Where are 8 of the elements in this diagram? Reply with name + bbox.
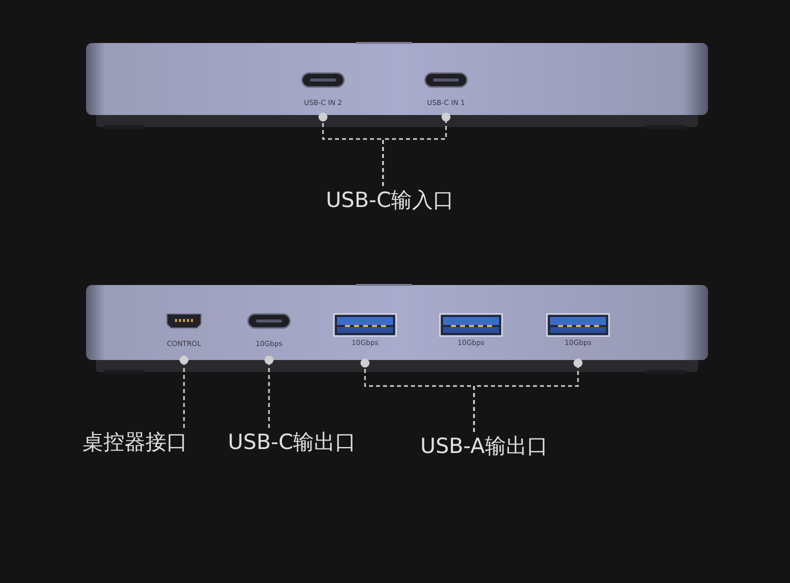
callout-label: USB-C输入口 [300,186,480,216]
leader-line [264,356,274,428]
callout-label: 桌控器接口 [60,428,210,458]
callout-label: USB-A输出口 [394,432,574,462]
leader-line [382,112,450,186]
leader-line [473,358,582,432]
callout-label: USB-C输出口 [212,428,372,458]
leader-line [180,356,188,428]
